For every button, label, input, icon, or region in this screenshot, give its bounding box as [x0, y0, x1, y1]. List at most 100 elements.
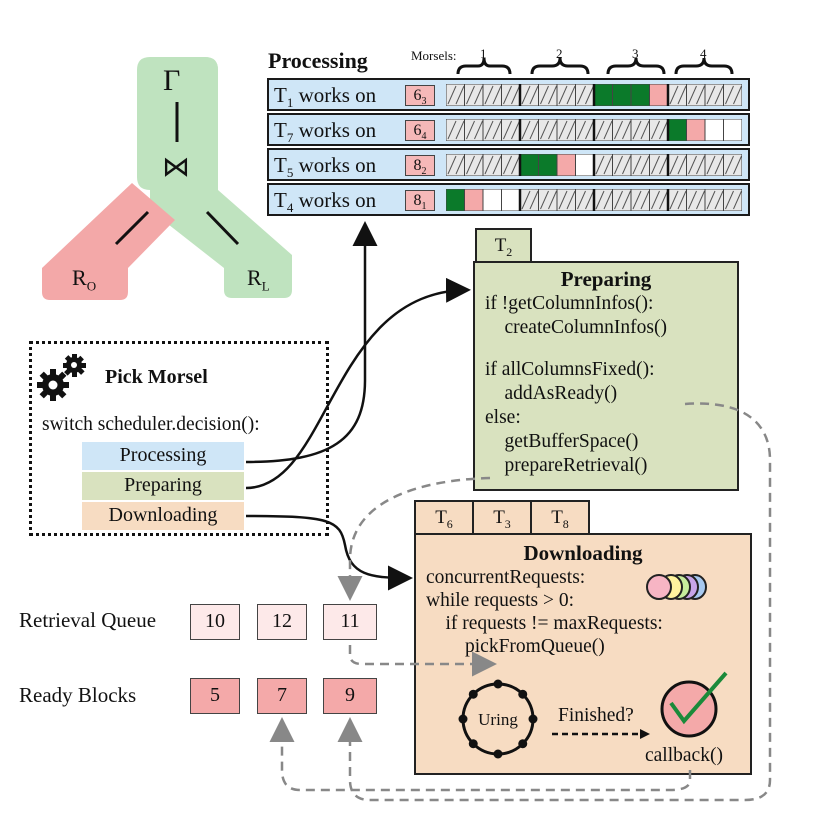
hatch-line	[447, 120, 457, 140]
hatch-line	[677, 85, 687, 105]
hatch-line	[725, 190, 734, 210]
morsel-block	[630, 84, 650, 106]
morsel-block	[593, 84, 613, 106]
hatch-line	[622, 190, 631, 210]
hatch-line	[566, 85, 576, 105]
hatch-line	[688, 155, 697, 175]
hatch-line	[585, 120, 594, 140]
hatch-line	[714, 155, 724, 175]
hatch-line	[603, 155, 613, 175]
morsel-block	[723, 84, 742, 106]
code-line: getBufferSpace()	[485, 431, 639, 452]
morsel-number-1: 1	[480, 46, 487, 61]
hatch-line	[669, 85, 679, 105]
hatch-line	[659, 190, 668, 210]
hatch-line	[696, 155, 705, 175]
hatch-line	[466, 120, 475, 140]
morsel-blocks	[446, 84, 742, 106]
morsel-block	[575, 154, 595, 176]
hatch-line	[659, 155, 668, 175]
hatch-line	[558, 85, 568, 105]
hatch-line	[714, 190, 724, 210]
morsel-block	[667, 119, 687, 141]
hatch-line	[511, 155, 520, 175]
downloading-thread-tab-2: T3	[472, 500, 532, 535]
hatch-line	[484, 120, 494, 140]
morsel-block	[519, 154, 539, 176]
hatch-line	[733, 155, 742, 175]
hatch-line	[614, 120, 623, 140]
hatch-line	[614, 190, 623, 210]
option-downloading: Downloading	[82, 502, 244, 530]
ready-block-item: 9	[323, 678, 377, 714]
hatch-line	[585, 85, 594, 105]
hatch-line	[455, 85, 465, 105]
hatch-line	[447, 155, 457, 175]
hatch-line	[632, 190, 642, 210]
plan-edge-right	[205, 210, 240, 246]
hatch-line	[492, 120, 502, 140]
hatch-line	[548, 85, 557, 105]
blocks-bar	[446, 154, 742, 176]
hatch-line	[725, 155, 734, 175]
gears-icon	[37, 354, 86, 401]
blocks-bar	[446, 119, 742, 141]
morsel-block	[723, 189, 742, 211]
hatch-line	[484, 85, 494, 105]
finished-arrowhead	[640, 729, 650, 739]
hatch-line	[529, 120, 539, 140]
hatch-line	[640, 120, 650, 140]
hatch-line	[474, 155, 483, 175]
morsel-tag: 81	[405, 190, 435, 212]
hatch-line	[622, 155, 631, 175]
thread-label: T4 works on	[274, 188, 377, 216]
morsel-block	[464, 189, 484, 211]
ready-block-item: 7	[257, 678, 307, 714]
hatch-line	[529, 190, 539, 210]
hatch-line	[455, 155, 465, 175]
morsel-block	[723, 119, 742, 141]
morsel-block	[538, 154, 558, 176]
relation-orders: RO	[72, 265, 97, 294]
code-line	[485, 340, 737, 358]
retrieval-queue-label: Retrieval Queue	[19, 608, 157, 632]
hatch-line	[669, 190, 679, 210]
hatch-line	[503, 85, 512, 105]
thread-label: T7 works on	[274, 118, 377, 146]
downloading-graphics: Uring	[458, 574, 728, 759]
processing-row-2: T7 works on 64	[267, 113, 750, 146]
completion-check-icon	[660, 671, 728, 738]
hatch-line	[548, 120, 557, 140]
retrieval-queue-item: 11	[323, 604, 377, 640]
hatch-line	[696, 85, 705, 105]
processing-row-1: T1 works on 63	[267, 78, 750, 111]
hatch-line	[447, 85, 457, 105]
downloading-thread-tab-3: T8	[530, 500, 590, 535]
hatch-line	[688, 85, 697, 105]
morsel-block	[686, 119, 706, 141]
hatch-line	[466, 85, 475, 105]
morsel-number-3: 3	[632, 46, 639, 61]
processing-row-4: T4 works on 81	[267, 183, 750, 216]
preparing-thread-tab: T2	[475, 228, 532, 263]
morsel-braces	[456, 57, 734, 75]
hatch-line	[706, 190, 716, 210]
morsel-block	[649, 84, 669, 106]
hatch-line	[733, 85, 742, 105]
morsel-tag: 63	[405, 85, 435, 107]
hatch-line	[529, 85, 539, 105]
morsel-block	[482, 189, 502, 211]
morsel-block	[556, 154, 576, 176]
retrieval-queue-item: 12	[257, 604, 307, 640]
hatch-line	[669, 155, 679, 175]
hatch-line	[466, 155, 475, 175]
thread-label: T5 works on	[274, 153, 377, 181]
ring-slot	[468, 739, 478, 749]
code-line: else:	[485, 407, 521, 428]
morsel-block	[501, 189, 521, 211]
hatch-line	[585, 190, 594, 210]
morsel-block	[723, 154, 742, 176]
hatch-line	[603, 190, 613, 210]
hatch-line	[651, 190, 660, 210]
morsel-block	[704, 119, 724, 141]
